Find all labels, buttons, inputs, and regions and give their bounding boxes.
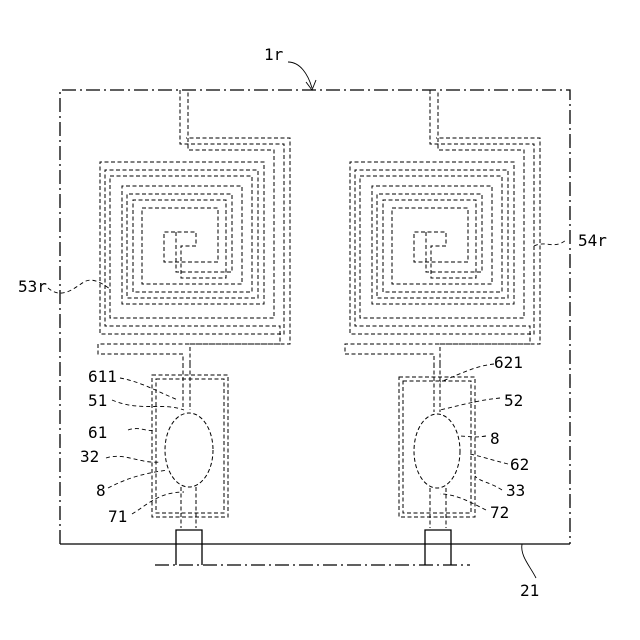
leader-62: [470, 454, 508, 464]
label-62: 62: [510, 455, 529, 474]
leader-621: [440, 364, 494, 382]
label-33: 33: [506, 481, 525, 500]
leader-72: [440, 494, 486, 510]
connector-right: [425, 530, 451, 565]
leader-54r: [534, 240, 566, 246]
label-8-left: 8: [96, 481, 106, 500]
terminal-left-bottom: [181, 487, 196, 528]
label-21: 21: [520, 581, 539, 600]
leader-33: [475, 476, 502, 490]
label-8-right: 8: [490, 429, 500, 448]
leader-61: [128, 429, 154, 431]
label-53r: 53r: [18, 277, 47, 296]
chip-assembly-right: [399, 364, 475, 565]
reference-labels: 1r 53r 54r 611 51 61 32 8 71 621 52 8 62…: [18, 45, 607, 600]
leader-21: [522, 544, 536, 578]
leader-52: [440, 398, 500, 410]
bump-right: [414, 414, 460, 488]
leader-1r: [288, 62, 312, 88]
label-72: 72: [490, 503, 509, 522]
coil-right-54r: [345, 90, 540, 364]
coil-left-outer-edge: [100, 90, 284, 334]
label-54r: 54r: [578, 231, 607, 250]
label-1r: 1r: [264, 45, 284, 64]
leader-51: [112, 400, 184, 410]
leader-8-left: [108, 470, 168, 488]
chip-right-inner-rect: [403, 381, 471, 513]
coil-left-inner-edge: [98, 170, 280, 364]
terminal-left-top: [183, 364, 190, 410]
terminal-right-top: [434, 364, 440, 412]
label-621: 621: [494, 353, 523, 372]
chip-assembly-left: [152, 364, 228, 565]
label-32: 32: [80, 447, 99, 466]
leader-71: [132, 492, 184, 514]
coil-left-53r: [98, 90, 290, 364]
leader-lines: [48, 62, 566, 578]
connector-left: [176, 530, 202, 565]
label-71: 71: [108, 507, 127, 526]
chip-right-outer-rect: [399, 377, 475, 517]
label-61: 61: [88, 423, 107, 442]
bump-left: [165, 413, 213, 487]
coil-right-outer-edge: [350, 90, 534, 334]
label-611: 611: [88, 367, 117, 386]
label-52: 52: [504, 391, 523, 410]
label-51: 51: [88, 391, 107, 410]
leader-611: [120, 378, 178, 400]
leader-53r: [48, 280, 110, 293]
leader-8-right: [458, 436, 486, 437]
